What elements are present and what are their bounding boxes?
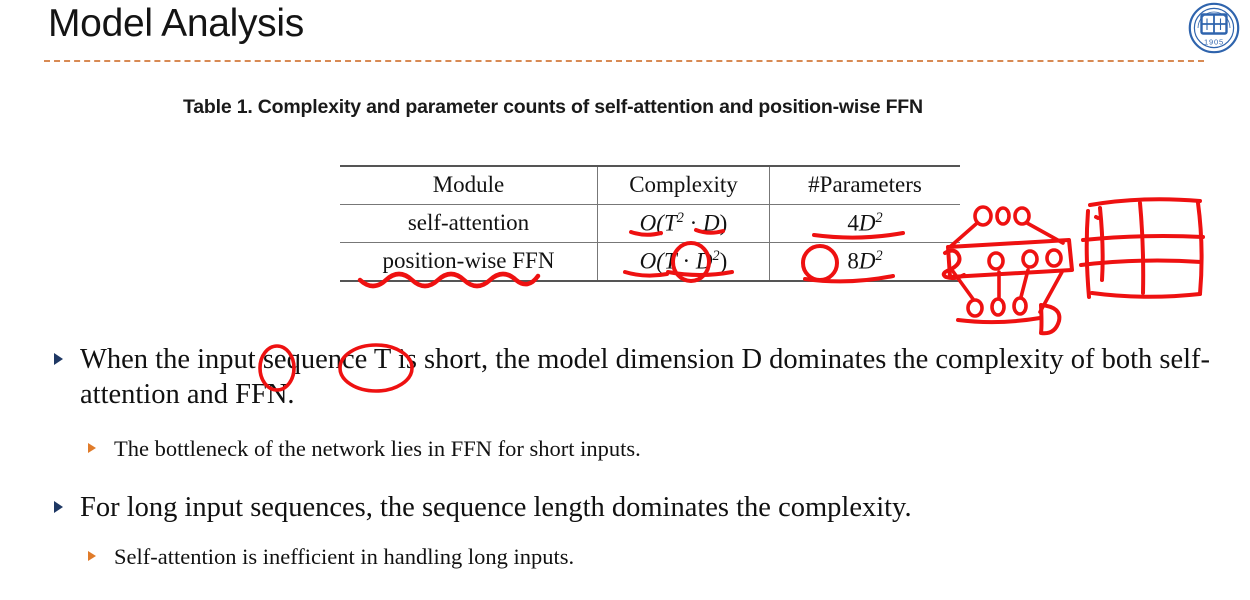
- bullet-marker-orange-icon: [88, 443, 96, 453]
- ink-grid-bottom: [1090, 291, 1202, 299]
- ink-node-top-2: [995, 206, 1011, 226]
- complexity-base-t: T: [663, 210, 677, 236]
- cell-module-position-wise-ffn: position-wise FFN: [340, 242, 598, 282]
- params-base-d: D: [858, 248, 876, 274]
- page-title: Model Analysis: [48, 2, 304, 45]
- ink-edge-bot-right: [1019, 268, 1030, 299]
- ink-node-top-3: [1013, 206, 1031, 226]
- svg-text:1905: 1905: [1204, 38, 1224, 47]
- ink-baseline-bottom: [956, 316, 1042, 325]
- table-row: self-attention O(T2 · D) 4D2: [340, 204, 960, 243]
- ink-node-mid-2: [1021, 249, 1039, 269]
- ink-edge-bot-far: [1038, 270, 1064, 314]
- ink-node-mid-3: [1045, 248, 1063, 268]
- params-exponent: 2: [875, 209, 883, 226]
- complexity-suffix: ): [719, 248, 728, 274]
- cell-module-self-attention: self-attention: [340, 204, 598, 243]
- bullet-level1-item: When the input sequence T is short, the …: [52, 342, 1230, 412]
- bullet-text: For long input sequences, the sequence l…: [80, 492, 912, 523]
- ink-grid-top: [1088, 197, 1202, 207]
- bullet-level1-item: For long input sequences, the sequence l…: [52, 490, 1230, 525]
- column-header-complexity: Complexity: [597, 165, 770, 205]
- bullet-text: The bottleneck of the network lies in FF…: [114, 436, 641, 461]
- bullet-marker-orange-icon: [88, 551, 96, 561]
- table-header-row: Module Complexity #Parameters: [340, 165, 960, 205]
- table-caption: Table 1. Complexity and parameter counts…: [183, 96, 923, 118]
- ink-grid-horiz-1: [1081, 234, 1205, 242]
- bullet-level2-item: The bottleneck of the network lies in FF…: [52, 434, 1250, 464]
- complexity-operator: ·: [676, 248, 696, 274]
- ink-node-bot-3: [1012, 296, 1028, 316]
- ink-node-bot-2: [990, 297, 1006, 317]
- ink-node-bot-1: [966, 298, 984, 318]
- complexity-suffix: ): [719, 210, 728, 236]
- complexity-base-d: D: [703, 210, 720, 236]
- cell-parameters-self-attention: 4D2: [769, 204, 960, 243]
- complexity-base-d: D: [695, 248, 713, 274]
- ink-layer-box: [946, 238, 1074, 279]
- fudan-university-seal-icon: 1905: [1188, 2, 1240, 54]
- ink-grid-left: [1084, 209, 1091, 299]
- ink-node-mid-1: [987, 251, 1005, 271]
- column-header-module: Module: [340, 165, 598, 205]
- params-coefficient: 8: [847, 248, 859, 274]
- bullet-level2-item: Self-attention is inefficient in handlin…: [52, 542, 1250, 572]
- complexity-operator: ·: [683, 210, 704, 236]
- ink-node-top-1: [973, 205, 993, 227]
- cell-parameters-position-wise-ffn: 8D2: [769, 242, 960, 282]
- bullet-text: When the input sequence T is short, the …: [80, 344, 1211, 410]
- complexity-exp-t: 2: [676, 209, 684, 226]
- params-base-d: D: [858, 210, 876, 236]
- complexity-prefix: O(: [639, 248, 664, 274]
- column-header-parameters: #Parameters: [769, 165, 960, 205]
- complexity-table-wrapper: Module Complexity #Parameters self-atten…: [340, 165, 960, 282]
- cell-complexity-self-attention: O(T2 · D): [597, 204, 770, 243]
- complexity-exp-d: 2: [712, 247, 720, 264]
- complexity-table: Module Complexity #Parameters self-atten…: [340, 165, 960, 282]
- table-row: position-wise FFN O(T · D2) 8D2: [340, 242, 960, 282]
- ink-grid-vert-2: [1138, 201, 1146, 295]
- title-divider: [44, 60, 1204, 62]
- bullet-marker-navy-icon: [54, 501, 63, 513]
- ink-grid-vert-1: [1098, 206, 1105, 282]
- ink-grid-right: [1196, 201, 1204, 296]
- complexity-base-t: T: [663, 248, 677, 274]
- bullet-text: Self-attention is inefficient in handlin…: [114, 544, 575, 569]
- complexity-prefix: O(: [639, 210, 664, 236]
- bullet-marker-navy-icon: [54, 353, 63, 365]
- ink-label-d: [1039, 303, 1062, 336]
- ink-grid-dot: [1094, 215, 1100, 220]
- params-coefficient: 4: [847, 210, 859, 236]
- params-exponent: 2: [875, 247, 883, 264]
- cell-complexity-position-wise-ffn: O(T · D2): [597, 242, 770, 282]
- ink-edge-top-right: [1025, 221, 1065, 245]
- ink-grid-horiz-2: [1079, 258, 1203, 267]
